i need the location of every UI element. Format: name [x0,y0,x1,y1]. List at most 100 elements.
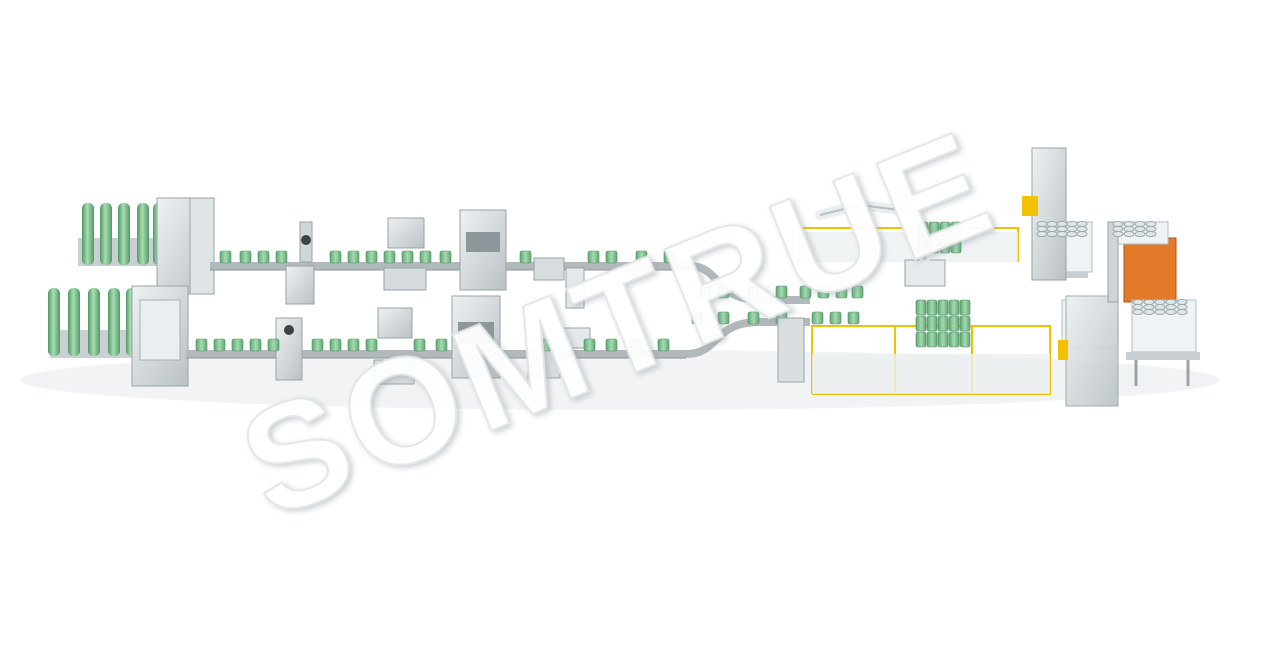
pail [928,221,940,238]
pail [347,250,360,264]
pail-lid [1036,226,1048,232]
pail [605,338,618,352]
pail [239,250,252,264]
pail [257,250,270,264]
pail [219,250,232,264]
pail-lid [1056,231,1068,237]
pail-lid [1076,226,1088,232]
pail-lid [1134,226,1146,232]
pail [811,311,824,325]
pail-lid [1132,304,1144,310]
pail [915,331,927,348]
pail-lid [1154,304,1166,310]
pail-lid [1056,226,1068,232]
pail-lid [1123,226,1135,232]
pail-lid [1036,221,1048,227]
pail-lid [1145,226,1157,232]
pail-lid [1145,221,1157,227]
upper-capping-station [285,221,315,305]
pail [926,315,938,332]
pail-lid [1132,309,1144,315]
pail [439,250,452,264]
pail-lid [1112,221,1124,227]
pail [663,250,676,264]
pail [365,338,378,352]
pail [587,250,600,264]
pail-lid [1123,221,1135,227]
pail [635,250,648,264]
lower-pails [195,311,860,352]
pail [231,338,244,352]
pail [435,338,448,352]
pail [937,299,949,316]
pail [717,311,730,325]
pail [948,331,960,348]
lower-pail-stack-magazine [48,288,140,358]
pail [347,338,360,352]
pail [817,285,830,299]
pail [937,315,949,332]
pail [519,250,532,264]
stack-top-caps [1036,221,1188,315]
pail-lid [1056,221,1068,227]
pail-lid [1165,299,1177,305]
pail [747,285,760,299]
pail [413,338,426,352]
upper-conveyor [210,262,690,270]
pail [948,315,960,332]
pail [691,311,704,325]
pail-lid [1176,304,1188,310]
pail [799,285,812,299]
pail [383,250,396,264]
pail [311,338,324,352]
pail-lid [1046,221,1058,227]
upper-labeler [533,257,585,309]
pail [401,250,414,264]
pail-lid [1165,304,1177,310]
pail-lid [1134,231,1146,237]
pail-lid [1143,304,1155,310]
pail-lid [1046,226,1058,232]
center-pallet-stack [915,221,971,348]
pail-lid [1176,309,1188,315]
pail-lid [1076,221,1088,227]
pail [959,315,971,332]
pail [915,315,927,332]
pail-lid [1036,231,1048,237]
pail [365,250,378,264]
pail [213,338,226,352]
pail-lid [1112,226,1124,232]
pail [917,237,929,254]
pail-lid [1165,309,1177,315]
pail [948,299,960,316]
pail [329,338,342,352]
pail-lid [1176,299,1188,305]
pail-lid [1143,299,1155,305]
pail-lid [1154,299,1166,305]
lower-line [48,285,860,387]
lower-press-station [451,295,501,379]
upper-curved-conveyor [689,262,810,304]
pail-lid [1134,221,1146,227]
pail-lid [1132,299,1144,305]
pail [249,338,262,352]
pail [926,299,938,316]
upper-pails [219,250,864,299]
pail-lid [1145,231,1157,237]
pail [419,250,432,264]
pail [605,250,618,264]
pail [195,338,208,352]
lower-labeler [527,327,591,379]
upper-pail-stack-magazine [78,203,170,266]
pail [937,331,949,348]
pail [939,237,951,254]
infeed-tower [777,317,805,383]
lower-filling-station [373,307,415,385]
pail [917,221,929,238]
palletizing-cell [777,147,1200,407]
pail-lid [1143,309,1155,315]
upper-press-station [459,209,507,291]
pail [539,338,552,352]
